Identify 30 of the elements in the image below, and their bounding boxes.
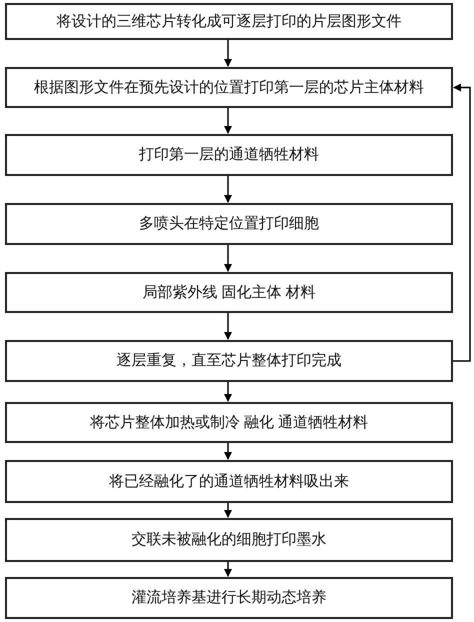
process-box (5, 67, 453, 108)
step-text: 根据图形文件在预先设计的位置打印第一层的芯片主体材料 (34, 78, 424, 96)
process-box (5, 402, 453, 443)
arrow (224, 245, 232, 272)
process-box (5, 518, 453, 562)
process-box (5, 134, 453, 176)
step-text: 局部紫外线 固化主体 材料 (142, 284, 316, 302)
arrow (453, 84, 471, 362)
arrow (224, 313, 232, 340)
step-text: 交联未被融化的细胞打印墨水 (132, 531, 326, 549)
process-box (5, 272, 453, 313)
arrow (224, 443, 232, 460)
process-box (5, 203, 453, 245)
arrow (224, 382, 232, 402)
step-text: 打印第一层的通道牺牲材料 (139, 146, 319, 164)
step-text: 将芯片整体加热或制冷 融化 通道牺牲材料 (90, 414, 368, 432)
step-text: 多喷头在特定位置打印细胞 (139, 215, 319, 233)
arrow (224, 176, 232, 203)
step-text: 将设计的三维芯片转化成可逐层打印的片层图形文件 (56, 12, 402, 30)
process-box (5, 340, 453, 382)
process-box (5, 577, 453, 619)
arrow (224, 108, 232, 134)
arrow (224, 562, 232, 577)
process-box (5, 3, 453, 40)
step-text: 逐层重复，直至芯片整体打印完成 (116, 352, 342, 370)
arrow (224, 503, 232, 518)
arrow (224, 40, 232, 67)
step-text: 灌流培养基进行长期动态培养 (132, 589, 326, 607)
process-box (5, 460, 453, 503)
step-text: 将已经融化了的通道牺牲材料吸出来 (109, 472, 349, 490)
